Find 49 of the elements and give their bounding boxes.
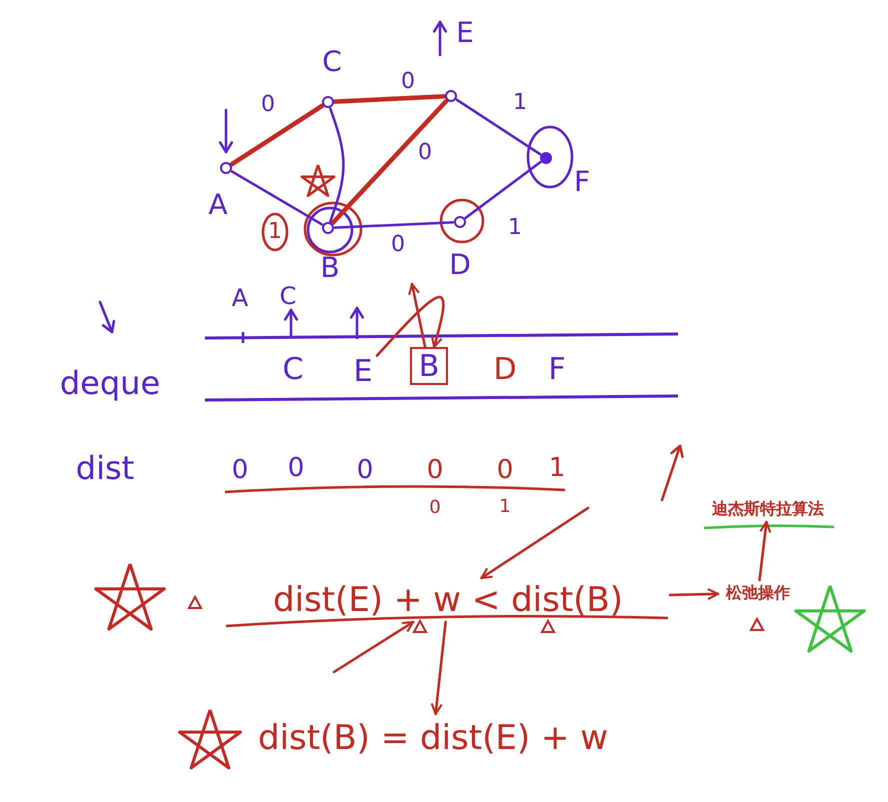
dist-value: 0 xyxy=(288,455,304,481)
arrow xyxy=(668,588,720,600)
arrow xyxy=(332,620,414,674)
graph-edge xyxy=(334,221,454,229)
arrow xyxy=(376,296,445,357)
circled-number: 1 xyxy=(268,221,282,243)
queue-item: D xyxy=(493,355,517,385)
graph-edge xyxy=(456,98,542,156)
queue-item: C xyxy=(282,355,304,385)
graph-vertex xyxy=(540,152,552,164)
row-label: dist xyxy=(76,452,134,484)
dist-value: 0 xyxy=(426,457,444,483)
formula-text: 松弛操作 xyxy=(718,580,798,606)
graph-vertex xyxy=(322,96,334,108)
row-label: deque xyxy=(60,367,160,399)
queue-label: C xyxy=(280,284,296,308)
vertex-label: E xyxy=(456,19,474,47)
formula-text: E xyxy=(349,352,377,390)
dist-value: 0 xyxy=(429,499,441,517)
graph-edge xyxy=(329,107,345,223)
formula-text: dist(E) + w < dist(B) xyxy=(226,578,670,622)
graph-edge xyxy=(230,170,324,226)
graph-edge xyxy=(464,160,542,220)
graph-vertex xyxy=(445,90,457,102)
queue-item: F xyxy=(548,355,566,385)
vertex-label: C xyxy=(322,48,342,76)
arrow xyxy=(480,506,590,580)
graph-edge xyxy=(330,98,448,226)
boxed-letter: B xyxy=(410,347,448,385)
graph-vertex xyxy=(322,222,334,234)
vertex-label: A xyxy=(208,191,228,219)
formula-text: dist(B) = dist(E) + w xyxy=(236,714,630,762)
vertex-label: B xyxy=(320,254,340,282)
arrow xyxy=(430,620,447,716)
dist-value: 0 xyxy=(356,457,374,483)
vertex-label: D xyxy=(449,251,471,279)
graph-edge xyxy=(332,94,446,104)
graph-vertex xyxy=(454,216,466,228)
dist-value: 0 xyxy=(496,457,514,483)
graph-edge xyxy=(230,104,324,166)
vertex-label: F xyxy=(574,168,590,196)
graph-vertex xyxy=(220,162,232,174)
arrow xyxy=(758,520,772,582)
queue-label: A xyxy=(232,286,248,310)
dist-value: 1 xyxy=(499,498,511,516)
arrow xyxy=(408,282,426,348)
dist-value: 1 xyxy=(548,455,566,481)
dist-value: 0 xyxy=(232,457,248,483)
formula-text: 迪杰斯特拉算法 xyxy=(700,496,836,522)
